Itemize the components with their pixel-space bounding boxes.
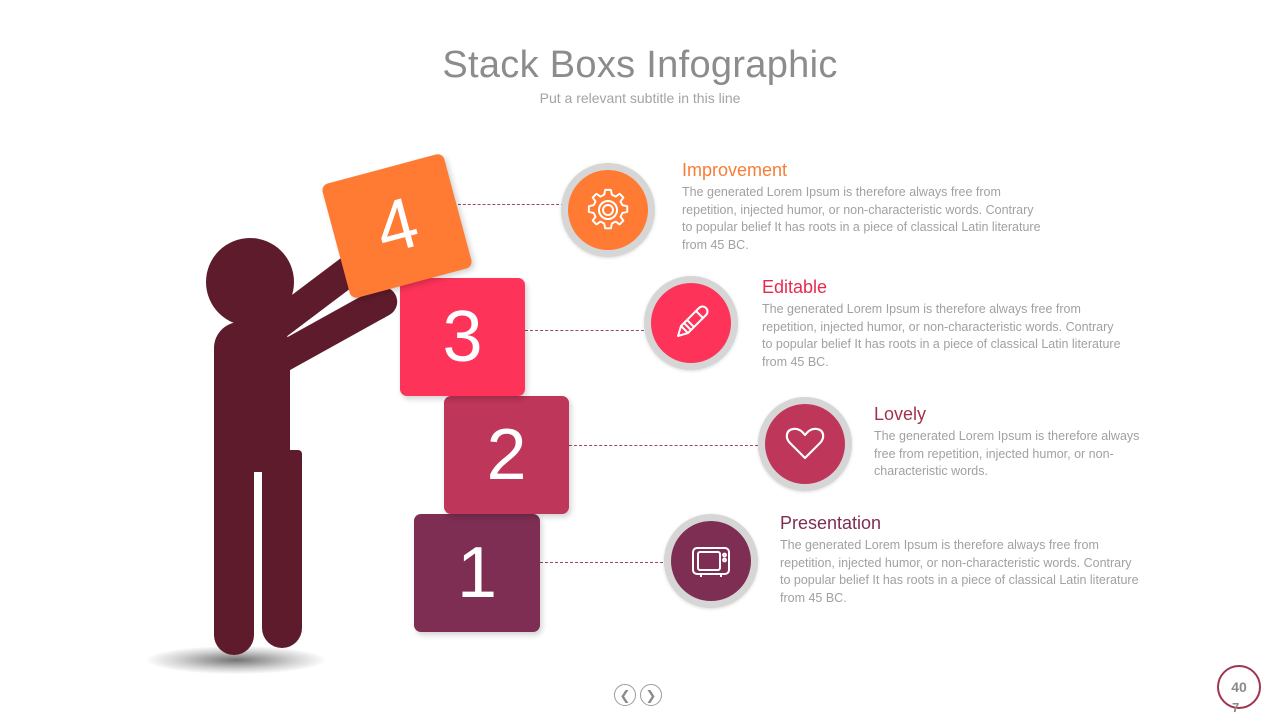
page-number-badge: 40	[1217, 665, 1261, 709]
item-heading: Presentation	[780, 513, 882, 533]
tv-icon	[692, 547, 730, 577]
connector-line-3	[525, 330, 649, 331]
item-description: The generated Lorem Ipsum is therefore a…	[682, 185, 1041, 252]
next-slide-button[interactable]: ❯	[640, 684, 662, 706]
figure-right-leg	[262, 450, 302, 648]
lovely-icon-circle	[758, 397, 852, 491]
item-heading: Lovely	[874, 404, 927, 424]
figure-left-leg	[214, 450, 254, 655]
slide-subtitle: Put a relevant subtitle in this line	[539, 90, 741, 106]
page-number-overflow: 7	[1232, 700, 1240, 715]
editable-item: Editable The generated Lorem Ipsum is th…	[762, 277, 1122, 371]
connector-line-2	[569, 445, 763, 446]
stack-box-1: 1	[414, 514, 540, 632]
stack-box-2: 2	[444, 396, 569, 514]
presentation-item: Presentation The generated Lorem Ipsum i…	[780, 513, 1140, 607]
heart-icon	[785, 427, 825, 460]
connector-line-1	[540, 562, 668, 563]
figure-head	[206, 238, 294, 326]
lovely-item: Lovely The generated Lorem Ipsum is ther…	[874, 404, 1149, 481]
gear-icon	[587, 188, 629, 230]
item-heading: Improvement	[682, 160, 788, 180]
item-description: The generated Lorem Ipsum is therefore a…	[762, 302, 1121, 369]
connector-line-4	[458, 204, 564, 205]
slide-navigation: ❮ ❯	[614, 684, 662, 706]
improvement-icon-circle	[561, 163, 655, 257]
previous-slide-button[interactable]: ❮	[614, 684, 636, 706]
pencil-icon	[677, 305, 709, 337]
item-heading: Editable	[762, 277, 828, 297]
improvement-item: Improvement The generated Lorem Ipsum is…	[682, 160, 1042, 254]
item-description: The generated Lorem Ipsum is therefore a…	[874, 429, 1140, 478]
item-description: The generated Lorem Ipsum is therefore a…	[780, 538, 1139, 605]
editable-icon-circle	[644, 276, 738, 370]
slide-title: Stack Boxs Infographic	[442, 44, 838, 86]
stack-box-3: 3	[400, 278, 525, 396]
presentation-icon-circle	[664, 514, 758, 608]
